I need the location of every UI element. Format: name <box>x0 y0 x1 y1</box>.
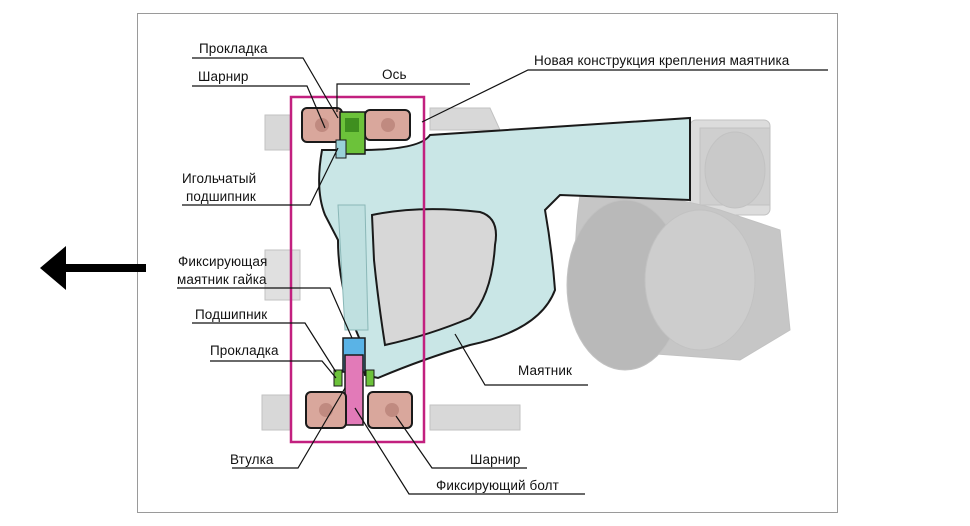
figure-frame <box>137 13 838 513</box>
highlight-box <box>289 95 426 444</box>
label-axle: Ось <box>382 67 407 82</box>
label-nut-line2: маятник гайка <box>177 272 267 287</box>
lower-joint <box>305 337 413 429</box>
label-new-design: Новая конструкция крепления маятника <box>534 53 790 68</box>
label-bushing: Втулка <box>230 452 274 467</box>
label-needle-bearing-line2: подшипник <box>186 189 256 204</box>
label-bearing: Подшипник <box>195 307 268 322</box>
leader-lines <box>177 57 828 495</box>
label-fixing-bolt: Фиксирующий болт <box>436 478 559 493</box>
label-nut-line1: Фиксирующая <box>178 254 268 269</box>
label-pendulum: Маятник <box>518 363 573 378</box>
pendulum-arm <box>318 116 691 380</box>
label-gasket-bottom: Прокладка <box>210 343 279 358</box>
label-gasket-top: Прокладка <box>199 41 268 56</box>
label-needle-bearing-line1: Игольчатый <box>182 171 257 186</box>
label-joint-bottom: Шарнир <box>470 452 521 467</box>
label-joint-top: Шарнир <box>198 69 249 84</box>
arrow-left-icon <box>40 246 146 290</box>
upper-joint <box>301 107 411 159</box>
